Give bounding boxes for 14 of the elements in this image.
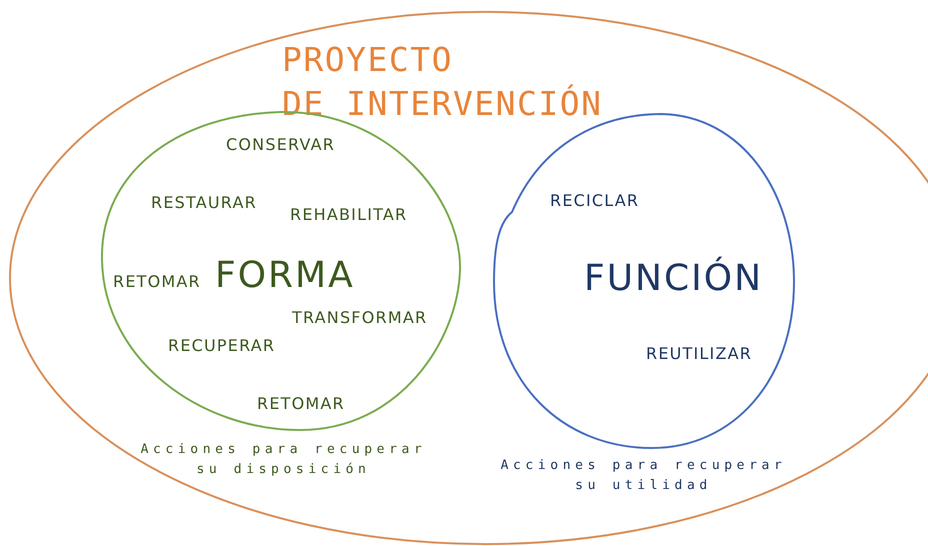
keyword: RECICLAR bbox=[550, 191, 640, 210]
oval-region bbox=[10, 12, 928, 544]
keyword: RESTAURAR bbox=[151, 193, 257, 212]
heading: FORMA bbox=[215, 255, 355, 296]
keyword: RECUPERAR bbox=[168, 336, 276, 355]
keyword: RETOMAR bbox=[257, 394, 345, 413]
node-label: Acciones para recuperar su utilidad bbox=[500, 457, 788, 495]
node-label: Acciones para recuperar su disposición bbox=[140, 441, 428, 479]
heading: FUNCIÓN bbox=[584, 258, 764, 299]
keyword: CONSERVAR bbox=[226, 135, 336, 154]
keyword: REHABILITAR bbox=[290, 205, 408, 224]
keyword: TRANSFORMAR bbox=[292, 308, 428, 327]
keyword: REUTILIZAR bbox=[646, 344, 752, 363]
keyword: RETOMAR bbox=[113, 272, 201, 291]
